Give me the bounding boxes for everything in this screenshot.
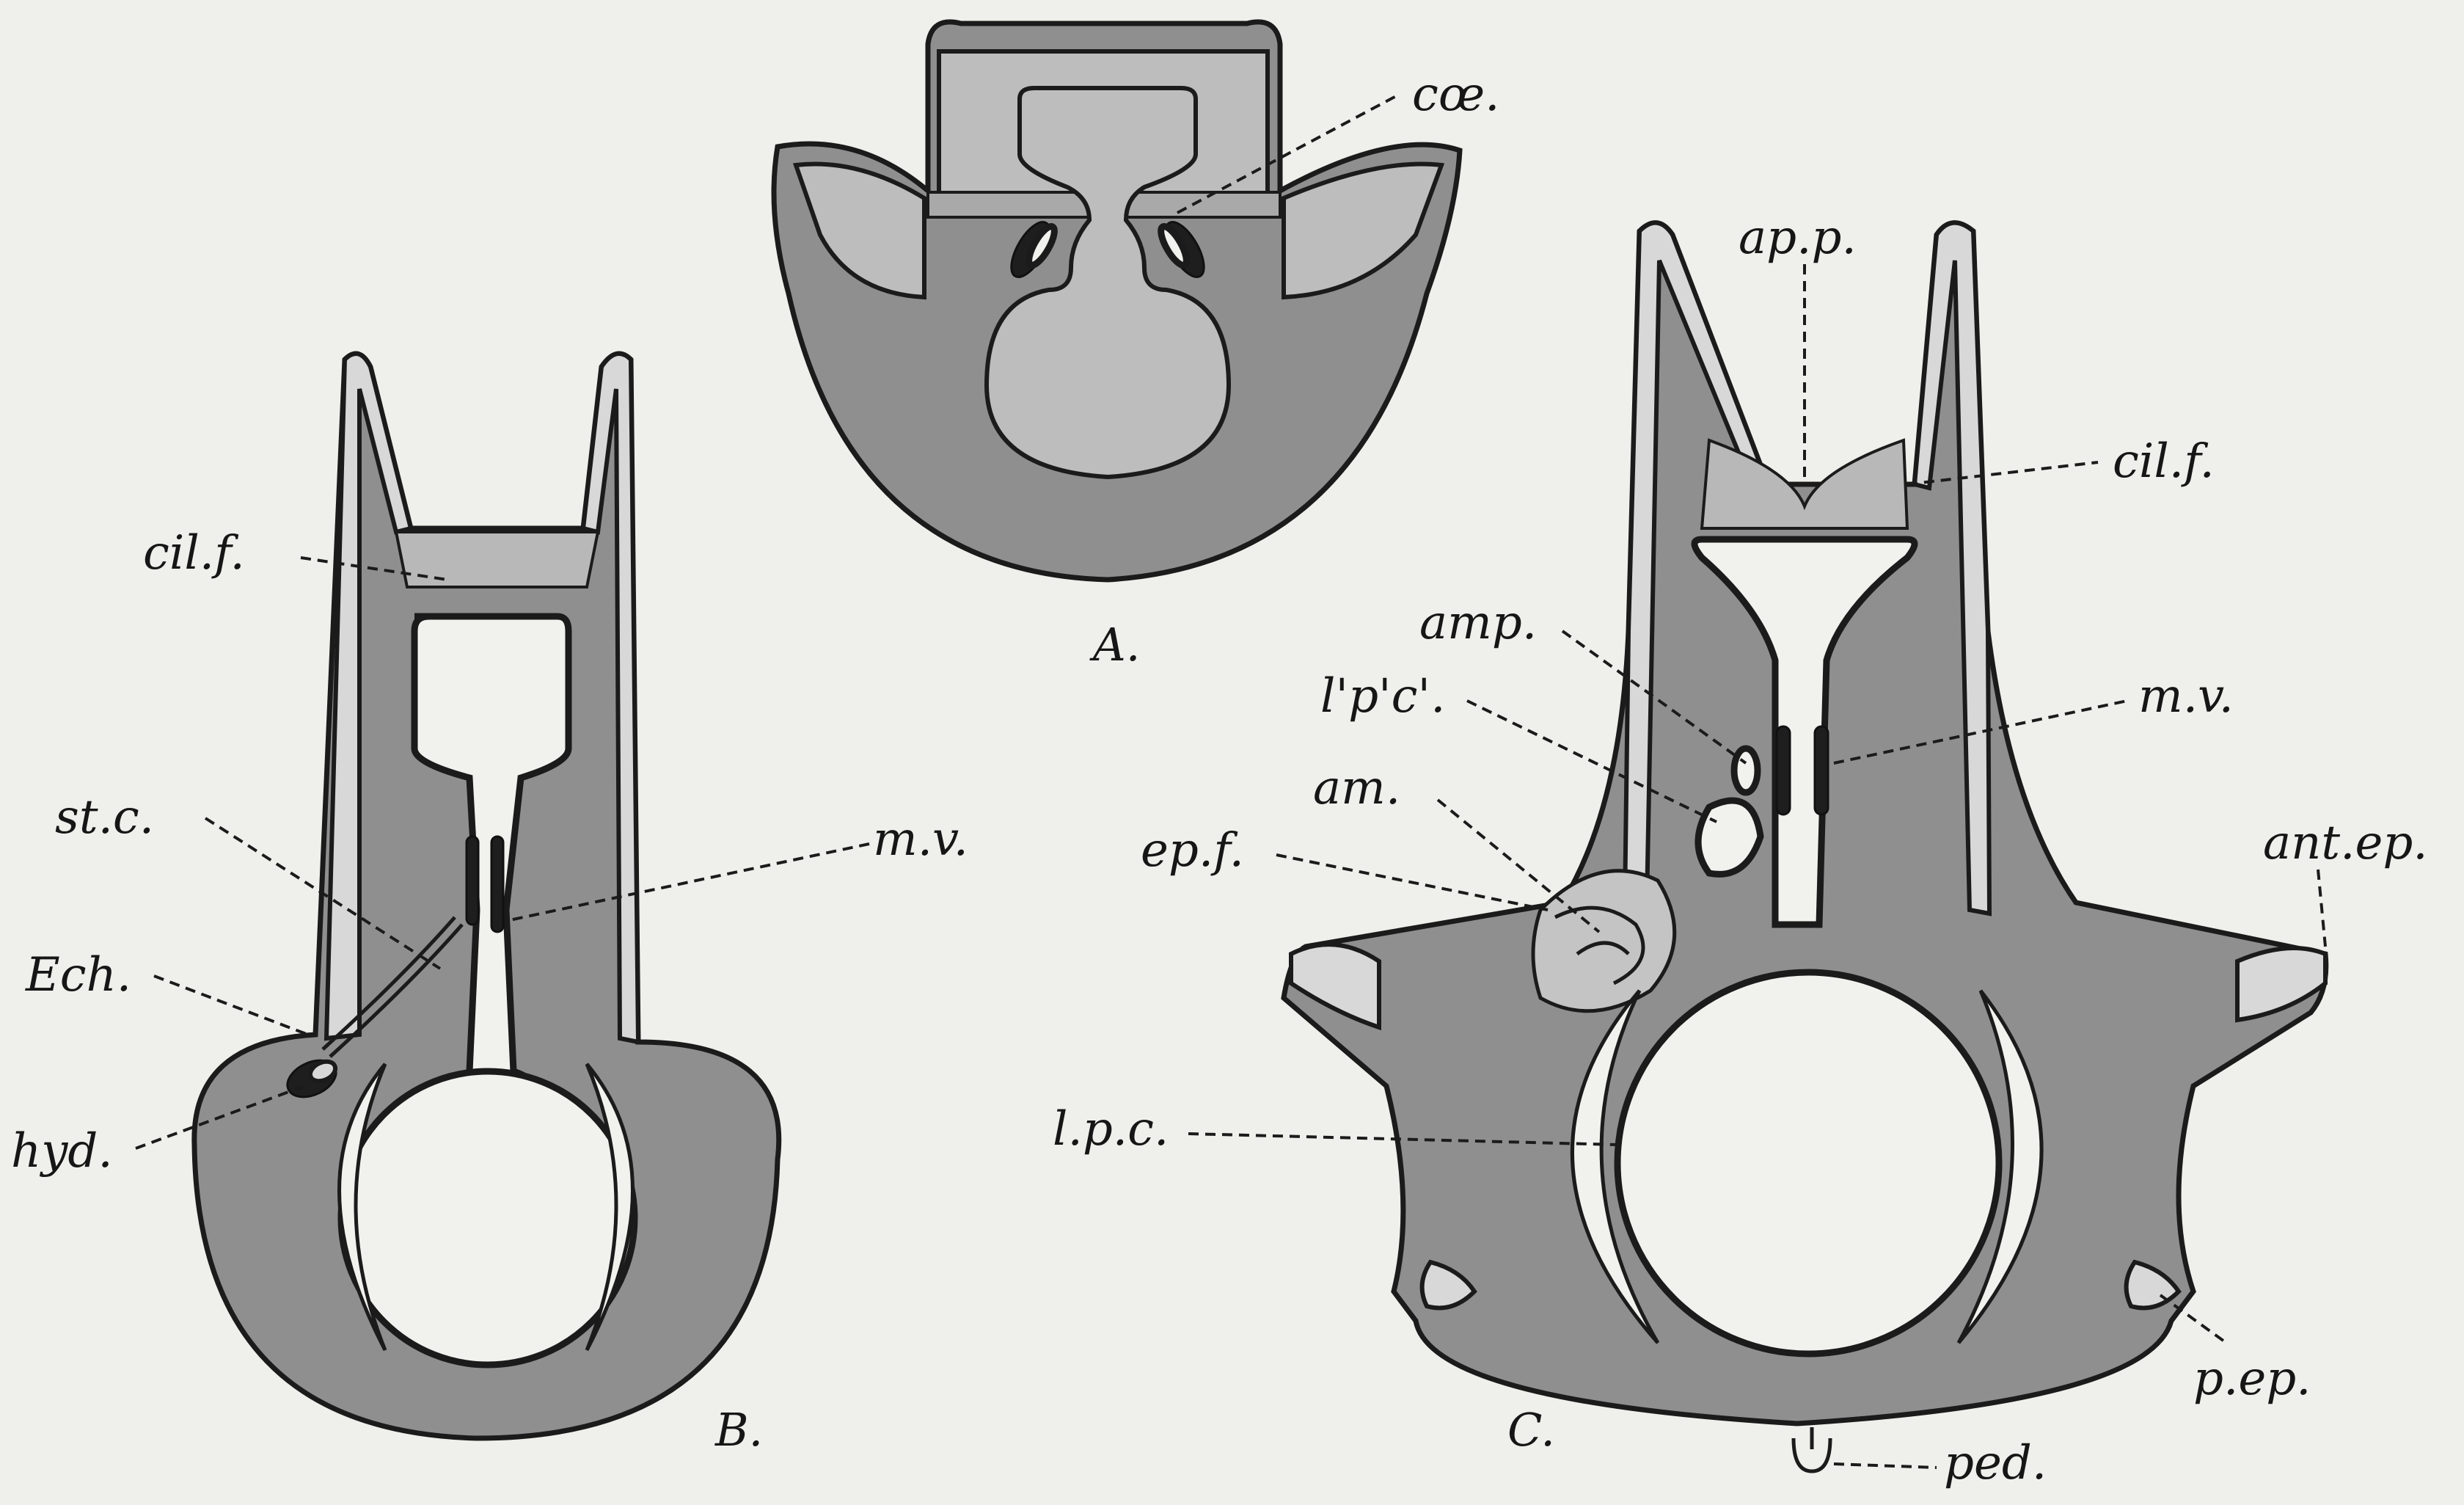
label-coe: cœ. [1412,68,1499,122]
leader-ech [154,976,308,1035]
figure-c-mesenteric-vessel-left [1777,726,1790,815]
leader-ped [1834,1464,1937,1468]
figure-b-mesenteric-vessel-left [467,837,478,925]
label-mv-b: m.v. [873,812,968,867]
figure-label-c: C. [1507,1403,1555,1457]
label-cilf-b: cil.f. [143,526,245,580]
label-am: am. [1313,761,1400,815]
figure-c-amnion [1533,871,1675,1011]
leader-antep [2318,870,2325,947]
label-app: ap.p. [1739,211,1857,265]
label-antep: ant.ep. [2263,816,2428,870]
figure-c-mesenteric-vessel-right [1815,726,1828,815]
figure-label-a: A. [1089,618,1140,671]
label-cilf-c: cil.f. [2113,434,2215,489]
leader-epf [1276,855,1548,910]
label-amp: amp. [1419,596,1537,650]
figure-b-mesenteric-vessel-right [491,837,503,932]
label-pep: p.ep. [2193,1352,2311,1406]
figure-label-b: B. [714,1403,763,1457]
label-mv-c: m.v. [2138,669,2234,724]
label-ech: Ech. [25,948,131,1002]
figure-a [774,22,1460,580]
figure-b [194,354,779,1438]
figure-c [1284,223,2326,1471]
label-hyd: hyd. [11,1124,113,1178]
figure-c-ampulla [1734,748,1758,792]
figure-b-ciliated-band [396,532,598,587]
label-ped: ped. [1944,1436,2047,1490]
label-stc: st.c. [55,790,154,845]
label-lpc-prime: l'p'c'. [1320,669,1445,724]
figure-c-posterior-coelom [1617,972,1999,1354]
figure-b-posterior-coelom [341,1071,635,1365]
label-epf: ep.f. [1141,823,1244,878]
label-lpc: l.p.c. [1053,1102,1169,1156]
